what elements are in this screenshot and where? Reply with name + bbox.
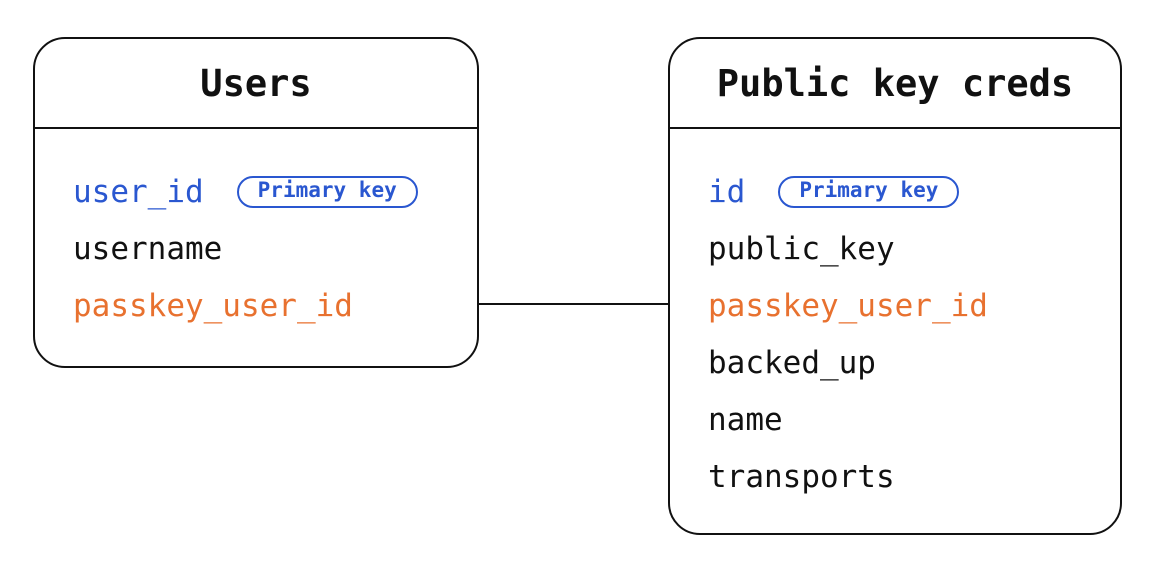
field-row-public_key: public_key xyxy=(670,220,1120,277)
field-row-transports: transports xyxy=(670,448,1120,505)
table-public-key-creds: Public key creds id Primary key public_key… xyxy=(668,37,1122,535)
field-name-user_id: user_id xyxy=(73,173,204,210)
field-name-public_key: public_key xyxy=(708,230,895,267)
field-row-backed_up: backed_up xyxy=(670,334,1120,391)
table-public-key-creds-title: Public key creds xyxy=(670,39,1120,129)
field-name-passkey_user_id: passkey_user_id xyxy=(73,287,353,324)
field-row-name: name xyxy=(670,391,1120,448)
primary-key-badge: Primary key xyxy=(236,175,418,208)
field-row-id: id Primary key xyxy=(670,163,1120,220)
field-name-passkey_user_id: passkey_user_id xyxy=(708,287,988,324)
primary-key-badge: Primary key xyxy=(778,175,960,208)
table-users: Users user_id Primary key username passkey_… xyxy=(33,37,479,368)
field-row-username: username xyxy=(35,220,477,277)
field-row-user_id: user_id Primary key xyxy=(35,163,477,220)
table-users-title: Users xyxy=(35,39,477,129)
field-row-passkey_user_id: passkey_user_id xyxy=(670,277,1120,334)
field-row-passkey_user_id: passkey_user_id xyxy=(35,277,477,334)
field-name-id: id xyxy=(708,173,746,210)
relationship-line xyxy=(479,303,669,305)
field-name-backed_up: backed_up xyxy=(708,344,876,381)
field-name-transports: transports xyxy=(708,458,895,495)
field-name-username: username xyxy=(73,230,223,267)
table-users-fields: user_id Primary key username passkey_user_i… xyxy=(35,129,477,334)
field-name-name: name xyxy=(708,401,783,438)
